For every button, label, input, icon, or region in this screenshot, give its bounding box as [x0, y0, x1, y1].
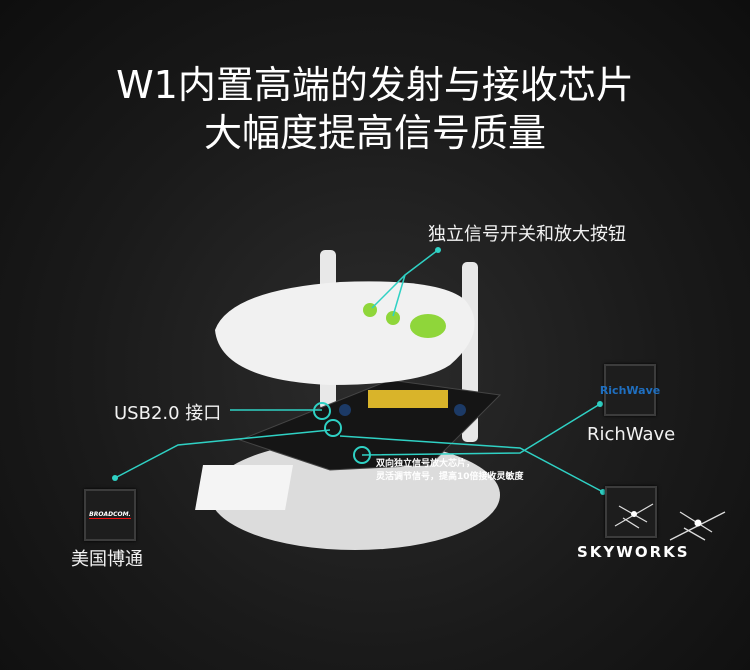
amp-callout-line2: 灵活调节信号，提高10倍接收灵敏度	[376, 472, 524, 482]
headline-line1: W1内置高端的发射与接收芯片	[116, 63, 634, 107]
skyworks-logo	[605, 486, 657, 538]
skyworks-label: SKYWORKS	[577, 543, 690, 561]
headline-line2: 大幅度提高信号质量	[203, 111, 546, 155]
amp-callout-line1: 双向独立信号放大芯片，	[376, 459, 476, 469]
richwave-label: RichWave	[587, 424, 676, 445]
usb-port-marker	[313, 402, 331, 420]
router-cover	[215, 281, 475, 385]
usb-callout: USB2.0 接口	[114, 403, 222, 424]
amplifier-chip-marker	[353, 446, 371, 464]
richwave-logo: RichWave	[600, 364, 660, 416]
amp-callout: 双向独立信号放大芯片， 灵活调节信号，提高10倍接收灵敏度	[376, 458, 524, 484]
skyworks-star-icon	[614, 503, 654, 529]
power-button	[410, 314, 446, 338]
broadcom-label: 美国博通	[71, 549, 143, 570]
broadcom-logo: BROADCOM.	[84, 489, 136, 541]
yellow-chip	[368, 390, 448, 408]
amplify-button	[386, 311, 400, 325]
buttons-callout: 独立信号开关和放大按钮	[428, 224, 626, 245]
